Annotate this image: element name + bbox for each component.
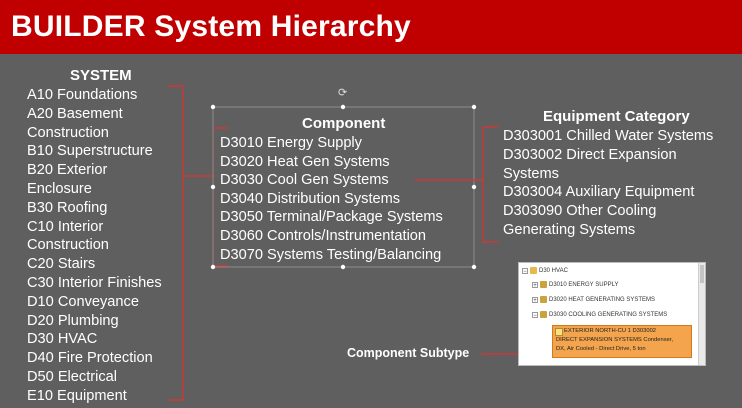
component-item: D3070 Systems Testing/Balancing xyxy=(220,246,442,263)
equipment-line: D303002 Direct Expansion xyxy=(503,146,677,163)
component-heading: Component xyxy=(302,115,386,132)
system-line: C30 Interior Finishes xyxy=(27,274,162,291)
selected-line: DX, Air Cooled - Direct Drive, 5 ton xyxy=(556,346,646,352)
system-line: D50 Electrical xyxy=(27,368,118,385)
component-item: D3060 Controls/Instrumentation xyxy=(220,227,427,244)
selected-line: DIRECT EXPANSION SYSTEMS Condenser, xyxy=(556,337,674,343)
folder-icon xyxy=(530,267,537,274)
system-heading: SYSTEM xyxy=(70,67,132,84)
component-item: D3050 Terminal/Package Systems xyxy=(220,209,443,226)
system-line: B30 Roofing xyxy=(27,199,108,216)
equipment-line: D303001 Chilled Water Systems xyxy=(503,128,714,144)
component-item: D3040 Distribution Systems xyxy=(220,190,401,207)
selected-line: EXTERIOR NORTH-CU 1 D303002 xyxy=(564,328,657,334)
system-line: B20 Exterior xyxy=(27,162,108,179)
expand-icon[interactable]: + xyxy=(532,281,538,289)
component-icon xyxy=(540,311,547,318)
component-icon xyxy=(540,296,547,303)
system-line: D20 Plumbing xyxy=(27,312,119,329)
system-bracket xyxy=(168,85,184,401)
equipment-line: Systems xyxy=(503,165,559,182)
tree-scrollbar[interactable] xyxy=(698,263,705,365)
equipment-bracket xyxy=(482,126,498,243)
system-line: D40 Fire Protection xyxy=(27,350,153,367)
system-line: C10 Interior xyxy=(27,218,104,235)
system-line: E10 Equipment xyxy=(27,387,127,404)
system-line: Construction xyxy=(27,124,109,141)
component-icon xyxy=(540,281,547,288)
item-icon xyxy=(555,328,563,336)
system-list: A10 Foundations A20 Basement Constructio… xyxy=(27,86,182,406)
system-line: D30 HVAC xyxy=(27,331,98,348)
component-subtype-label: Component Subtype xyxy=(347,346,470,360)
collapse-icon[interactable]: − xyxy=(522,267,528,275)
system-line: D10 Conveyance xyxy=(27,293,139,310)
equipment-heading: Equipment Category xyxy=(543,108,690,125)
tree-row[interactable]: + D3020 HEAT GENERATING SYSTEMS xyxy=(532,296,656,304)
selected-subtype-item[interactable]: EXTERIOR NORTH-CU 1 D303002 DIRECT EXPAN… xyxy=(552,325,692,358)
expand-icon[interactable]: + xyxy=(532,296,538,304)
collapse-icon[interactable]: − xyxy=(532,311,538,319)
equipment-line: D303090 Other Cooling xyxy=(503,203,657,220)
tree-row-label: D3010 ENERGY SUPPLY xyxy=(549,281,619,288)
tree-row-label: D3030 COOLING GENERATING SYSTEMS xyxy=(549,311,668,318)
equipment-line: D303004 Auxiliary Equipment xyxy=(503,184,695,201)
system-line: C20 Stairs xyxy=(27,256,96,273)
system-line: A10 Foundations xyxy=(27,87,138,103)
tree-row[interactable]: + D3010 ENERGY SUPPLY xyxy=(532,281,619,289)
hierarchy-tree-panel[interactable]: − D30 HVAC + D3010 ENERGY SUPPLY + D3020… xyxy=(518,262,706,366)
component-item: D3020 Heat Gen Systems xyxy=(220,153,390,170)
system-line: Enclosure xyxy=(27,180,92,197)
scrollbar-thumb[interactable] xyxy=(700,265,704,283)
tree-root-label: D30 HVAC xyxy=(539,267,568,274)
component-item: D3010 Energy Supply xyxy=(220,135,362,151)
tree-row[interactable]: − D3030 COOLING GENERATING SYSTEMS xyxy=(532,311,668,319)
equipment-list: D303001 Chilled Water Systems D303002 Di… xyxy=(503,127,739,240)
component-item: D3030 Cool Gen Systems xyxy=(220,172,389,189)
page-title: BUILDER System Hierarchy xyxy=(11,10,411,43)
rotate-icon[interactable]: ⟳ xyxy=(338,87,348,99)
system-line: Construction xyxy=(27,237,109,254)
component-list[interactable]: D3010 Energy Supply D3020 Heat Gen Syste… xyxy=(220,134,443,264)
system-line: A20 Basement xyxy=(27,105,123,122)
system-line: B10 Superstructure xyxy=(27,143,153,160)
selection-handles xyxy=(210,104,477,270)
equipment-line: Generating Systems xyxy=(503,221,636,238)
tree-root-row[interactable]: − D30 HVAC xyxy=(522,267,568,275)
tree-row-label: D3020 HEAT GENERATING SYSTEMS xyxy=(549,296,656,303)
title-banner: BUILDER System Hierarchy xyxy=(0,0,742,54)
